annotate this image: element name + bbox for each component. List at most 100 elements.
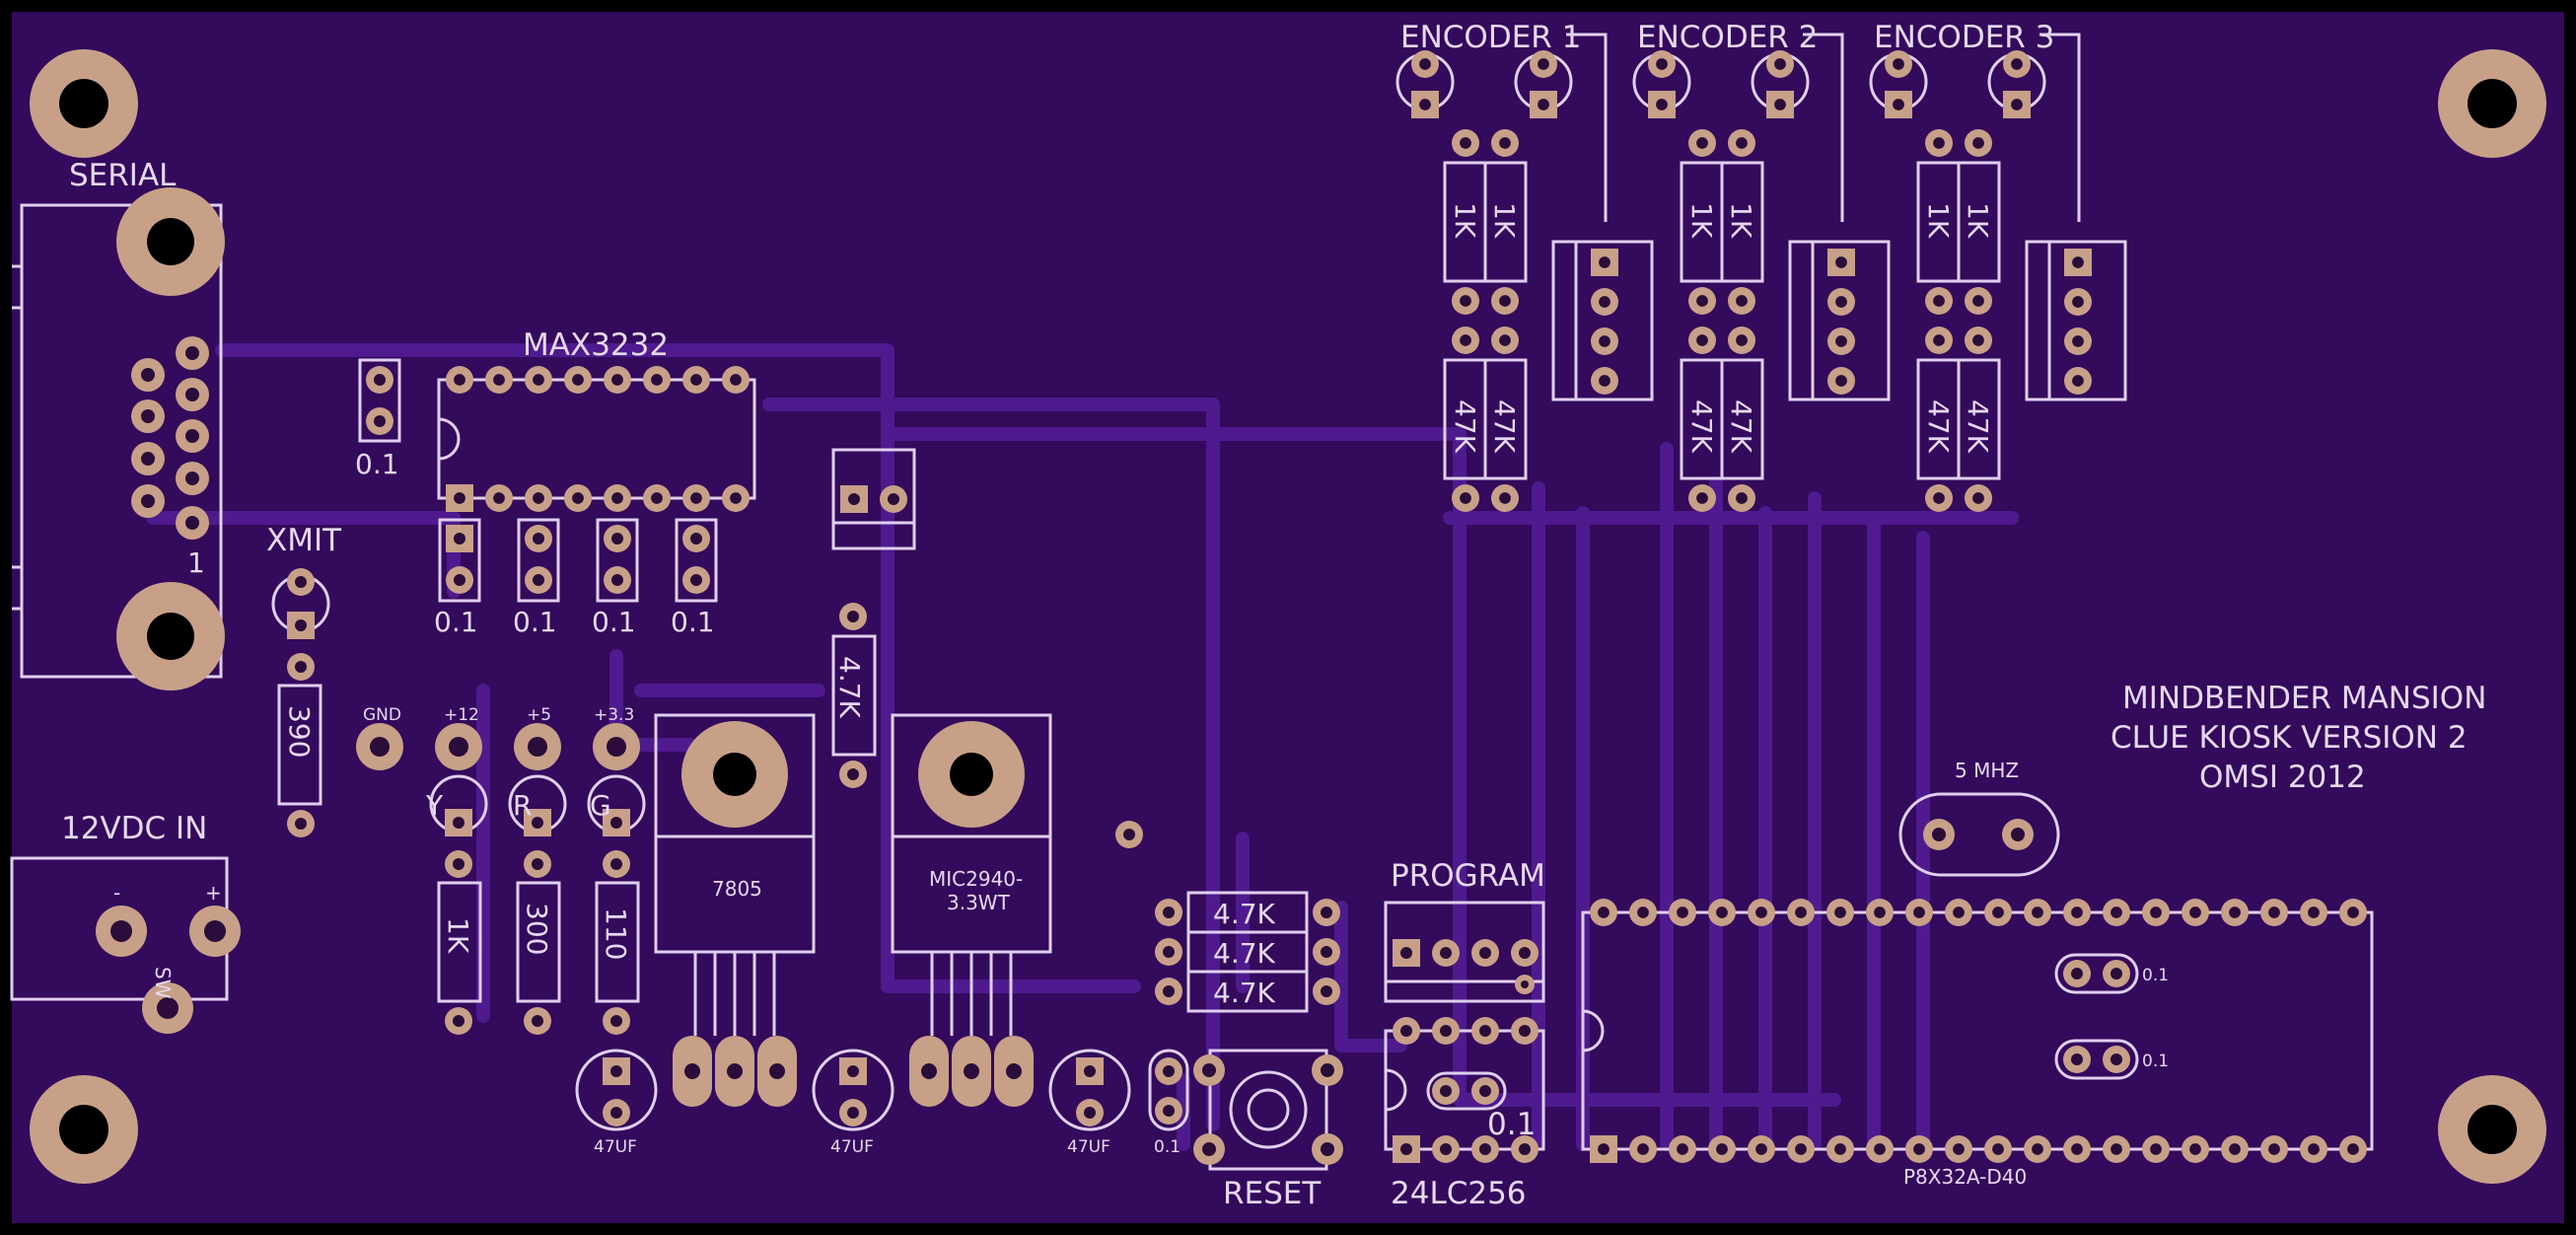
resistor-1k-value: 1K <box>1725 202 1757 239</box>
mounting-holes <box>30 49 2546 1184</box>
xmit-led: XMIT <box>266 523 342 681</box>
resistor-47k-value: 47K <box>1685 400 1718 454</box>
program-header: PROGRAM <box>1384 858 1545 1003</box>
mcu-pins <box>1590 899 2367 1163</box>
eeprom-cap-value: 0.1 <box>1487 1107 1536 1142</box>
title-line-3: OMSI 2012 <box>2199 760 2366 795</box>
max3232-label: MAX3232 <box>523 327 669 363</box>
r110-value: 110 <box>600 908 632 960</box>
resistor-1k-value: 1K <box>1685 202 1718 239</box>
max3232-ic: MAX3232 <box>437 327 756 500</box>
c-bottom-value: 0.1 <box>1154 1137 1181 1157</box>
mcu-c1-value: 0.1 <box>2142 966 2169 985</box>
encoder-2-label: ENCODER 2 <box>1637 20 1818 55</box>
crystal-5mhz: 5 MHZ <box>1898 759 2060 877</box>
encoder-3-label: ENCODER 3 <box>1874 20 2054 55</box>
r390-value: 390 <box>283 705 316 758</box>
jumper-block <box>831 448 916 550</box>
reset-button: RESET <box>1193 1049 1343 1211</box>
cap-0-1-bottom: 0.1 <box>1148 1049 1189 1157</box>
mcu-p8x32a: P8X32A-D40 <box>1581 910 2374 1189</box>
resistor-47k-value: 47K <box>1449 400 1481 454</box>
serial-label: SERIAL <box>69 158 177 193</box>
c5-value: 0.1 <box>671 606 715 638</box>
resistor-1k-value: 1K <box>1962 202 1994 239</box>
switch-label: SW <box>151 967 175 999</box>
max3232-pins <box>446 366 750 512</box>
reg-7805-label: 7805 <box>712 877 762 901</box>
capacitor-c1: 0.1 <box>355 358 401 480</box>
c2-value: 0.1 <box>434 606 478 638</box>
resistor-1k-value: 1K <box>1922 202 1955 239</box>
cap-c3: 0.1 <box>513 518 560 638</box>
resistor-47k-value: 47K <box>1488 400 1521 454</box>
cap-c4: 0.1 <box>592 518 639 638</box>
encoder-1: ENCODER 1 1K 47K 1K 47K <box>1395 20 1654 512</box>
title-line-1: MINDBENDER MANSION <box>2122 681 2486 716</box>
mcu-c2-value: 0.1 <box>2142 1052 2169 1071</box>
program-label: PROGRAM <box>1391 858 1545 894</box>
serial-pin1-label: 1 <box>187 546 205 579</box>
eeprom-24lc256: 0.1 24LC256 <box>1384 1017 1545 1211</box>
encoder-3: ENCODER 3 1K 47K 1K 47K <box>1869 20 2127 512</box>
power-minus-label: - <box>113 881 120 905</box>
max-caps: 0.1 0.1 0.1 0.1 <box>434 518 718 638</box>
xmit-label: XMIT <box>266 523 342 558</box>
board-substrate <box>12 12 2564 1223</box>
eeprom-label: 24LC256 <box>1391 1176 1527 1211</box>
resistor-47k-value: 47K <box>1725 400 1757 454</box>
resistor-1k-value: 1K <box>1488 202 1521 239</box>
via <box>1115 821 1143 848</box>
title-line-2: CLUE KIOSK VERSION 2 <box>2111 720 2468 756</box>
resistor-390: 390 <box>277 684 322 837</box>
mcu-bypass-caps: 0.1 0.1 <box>2054 953 2169 1080</box>
c47-1-value: 47UF <box>594 1137 637 1157</box>
crystal-label: 5 MHZ <box>1955 759 2019 782</box>
v5-label: +5 <box>527 705 551 725</box>
test-points: GND +12 +5 +3.3 <box>356 705 640 770</box>
cap-c2: 0.1 <box>434 518 481 638</box>
resistor-1k-value: 1K <box>1449 202 1481 239</box>
v12-label: +12 <box>444 705 479 725</box>
resistor-4-7k-vertical: 4.7K <box>831 603 877 788</box>
c47-2-value: 47UF <box>830 1137 874 1157</box>
ra-2-value: 4.7K <box>1213 937 1276 970</box>
resistor-array-4-7k: 4.7K 4.7K 4.7K <box>1155 891 1340 1013</box>
resistor-47k-value: 47K <box>1922 400 1955 454</box>
led-y-label: Y <box>425 789 444 822</box>
status-leds: Y R G 1K 300 110 <box>425 774 646 1035</box>
cap-47uf-2: 47UF <box>812 1049 894 1157</box>
gnd-label: GND <box>363 705 401 725</box>
reset-label: RESET <box>1223 1176 1322 1211</box>
r300-value: 300 <box>521 903 553 955</box>
encoder-1-label: ENCODER 1 <box>1400 20 1581 55</box>
r1k-led-value: 1K <box>442 917 474 954</box>
resistor-47k-value: 47K <box>1962 400 1994 454</box>
ra-3-value: 4.7K <box>1213 977 1276 1009</box>
r4-7k-v-value: 4.7K <box>833 656 866 719</box>
led-r-label: R <box>513 789 532 822</box>
mcu-label: P8X32A-D40 <box>1903 1165 2027 1189</box>
power-in-label: 12VDC IN <box>61 811 207 846</box>
cap-c5: 0.1 <box>671 518 718 638</box>
cap-47uf-3: 47UF <box>1048 1049 1131 1157</box>
db9-pins <box>131 336 209 540</box>
led-g-label: G <box>590 789 611 822</box>
c4-value: 0.1 <box>592 606 636 638</box>
power-jack: 12VDC IN - + SW <box>10 811 241 1034</box>
encoder-2: ENCODER 2 1K 47K 1K 47K <box>1632 20 1891 512</box>
regulator-7805: 7805 <box>654 713 816 1107</box>
c3-value: 0.1 <box>513 606 557 638</box>
v33-label: +3.3 <box>594 705 634 725</box>
c1-value: 0.1 <box>355 448 399 480</box>
reg-mic-label-1: MIC2940- <box>929 867 1023 891</box>
power-plus-label: + <box>205 881 222 905</box>
reg-mic-label-2: 3.3WT <box>947 891 1011 914</box>
serial-connector: SERIAL 1 <box>12 158 225 690</box>
cap-47uf-1: 47UF <box>575 1049 658 1157</box>
c47-3-value: 47UF <box>1067 1137 1110 1157</box>
copper-traces <box>146 343 2019 1151</box>
ra-1-value: 4.7K <box>1213 898 1276 930</box>
regulator-mic2940: MIC2940- 3.3WT <box>891 713 1052 1107</box>
